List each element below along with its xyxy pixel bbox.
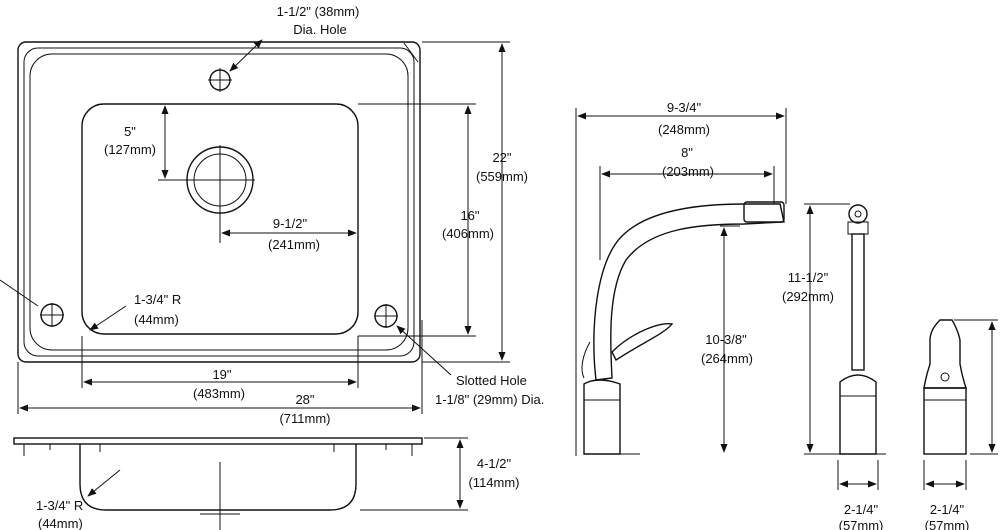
- corner-radius-mm: (44mm): [134, 312, 179, 327]
- sink-side-bowl: [79, 444, 357, 511]
- sink-rim-outer: [17, 41, 421, 363]
- handle-base: [923, 387, 967, 455]
- drain-to-side-mm: (241mm): [268, 237, 320, 252]
- handle-base-mm: (57mm): [925, 518, 970, 530]
- spray-neck: [847, 221, 869, 235]
- spout-reach-mm: (248mm): [658, 122, 710, 137]
- dia-hole-text: Dia. Hole: [293, 22, 346, 37]
- handle-view: [923, 319, 998, 490]
- slotted-hole-size: 1-1/8" (29mm) Dia.: [435, 392, 544, 407]
- side-spray-height-mm: (292mm): [782, 289, 834, 304]
- faucet-side-view: [575, 108, 787, 456]
- bowl-width-in: 19": [212, 367, 231, 382]
- handle-lever: [923, 319, 967, 389]
- corner-radius-in: 1-3/4" R: [134, 292, 181, 307]
- sink-rim-corner: [403, 42, 419, 63]
- faucet-base: [583, 379, 621, 455]
- depth-mm: (114mm): [468, 475, 519, 490]
- sink-side-view: [13, 437, 468, 530]
- overall-width-in: 28": [295, 392, 314, 407]
- bowl-length-in: 16": [460, 208, 479, 223]
- side-radius-mm: (44mm): [38, 516, 83, 530]
- spout-inner-in: 8": [681, 145, 693, 160]
- faucet-spout: [593, 203, 785, 381]
- drain-offset-in: 5": [124, 124, 136, 139]
- side-spray-height-in: 11-1/2": [788, 270, 829, 285]
- spray-head: [848, 204, 868, 224]
- spray-base-in: 2-1/4": [844, 502, 879, 517]
- spout-reach-in: 9-3/4": [667, 100, 702, 115]
- drain-offset-mm: (127mm): [104, 142, 156, 157]
- sink-rim-inner: [29, 53, 409, 351]
- dia-hole-size: 1-1/2" (38mm): [277, 4, 360, 19]
- sink-top-view: [0, 39, 510, 414]
- bowl-length-mm: (406mm): [442, 226, 494, 241]
- spray-base-mm: (57mm): [839, 518, 884, 530]
- drain-to-side-in: 9-1/2": [273, 216, 308, 231]
- spray-base: [839, 374, 877, 455]
- sink-bowl: [81, 103, 359, 335]
- spout-height-in: 10-3/8": [705, 332, 747, 347]
- slotted-hole-label: Slotted Hole: [456, 373, 527, 388]
- side-spray-view: [804, 203, 886, 490]
- spout-inner-mm: (203mm): [662, 164, 714, 179]
- spout-height-mm: (264mm): [701, 351, 753, 366]
- overall-length-in: 22": [492, 150, 511, 165]
- depth-in: 4-1/2": [477, 456, 512, 471]
- sink-rim-second: [23, 47, 415, 357]
- dimension-labels: 1-1/2" (38mm) Dia. Hole 5" (127mm) 9-1/2…: [36, 4, 969, 530]
- spray-stem: [851, 233, 865, 371]
- sink-side-flange: [13, 437, 423, 445]
- bowl-width-mm: (483mm): [193, 386, 245, 401]
- faucet-spout-tip: [743, 201, 785, 223]
- overall-width-mm: (711mm): [279, 411, 330, 426]
- overall-length-mm: (559mm): [476, 169, 528, 184]
- handle-base-in: 2-1/4": [930, 502, 965, 517]
- side-radius-in: 1-3/4" R: [36, 498, 83, 513]
- faucet-lever: [611, 323, 674, 362]
